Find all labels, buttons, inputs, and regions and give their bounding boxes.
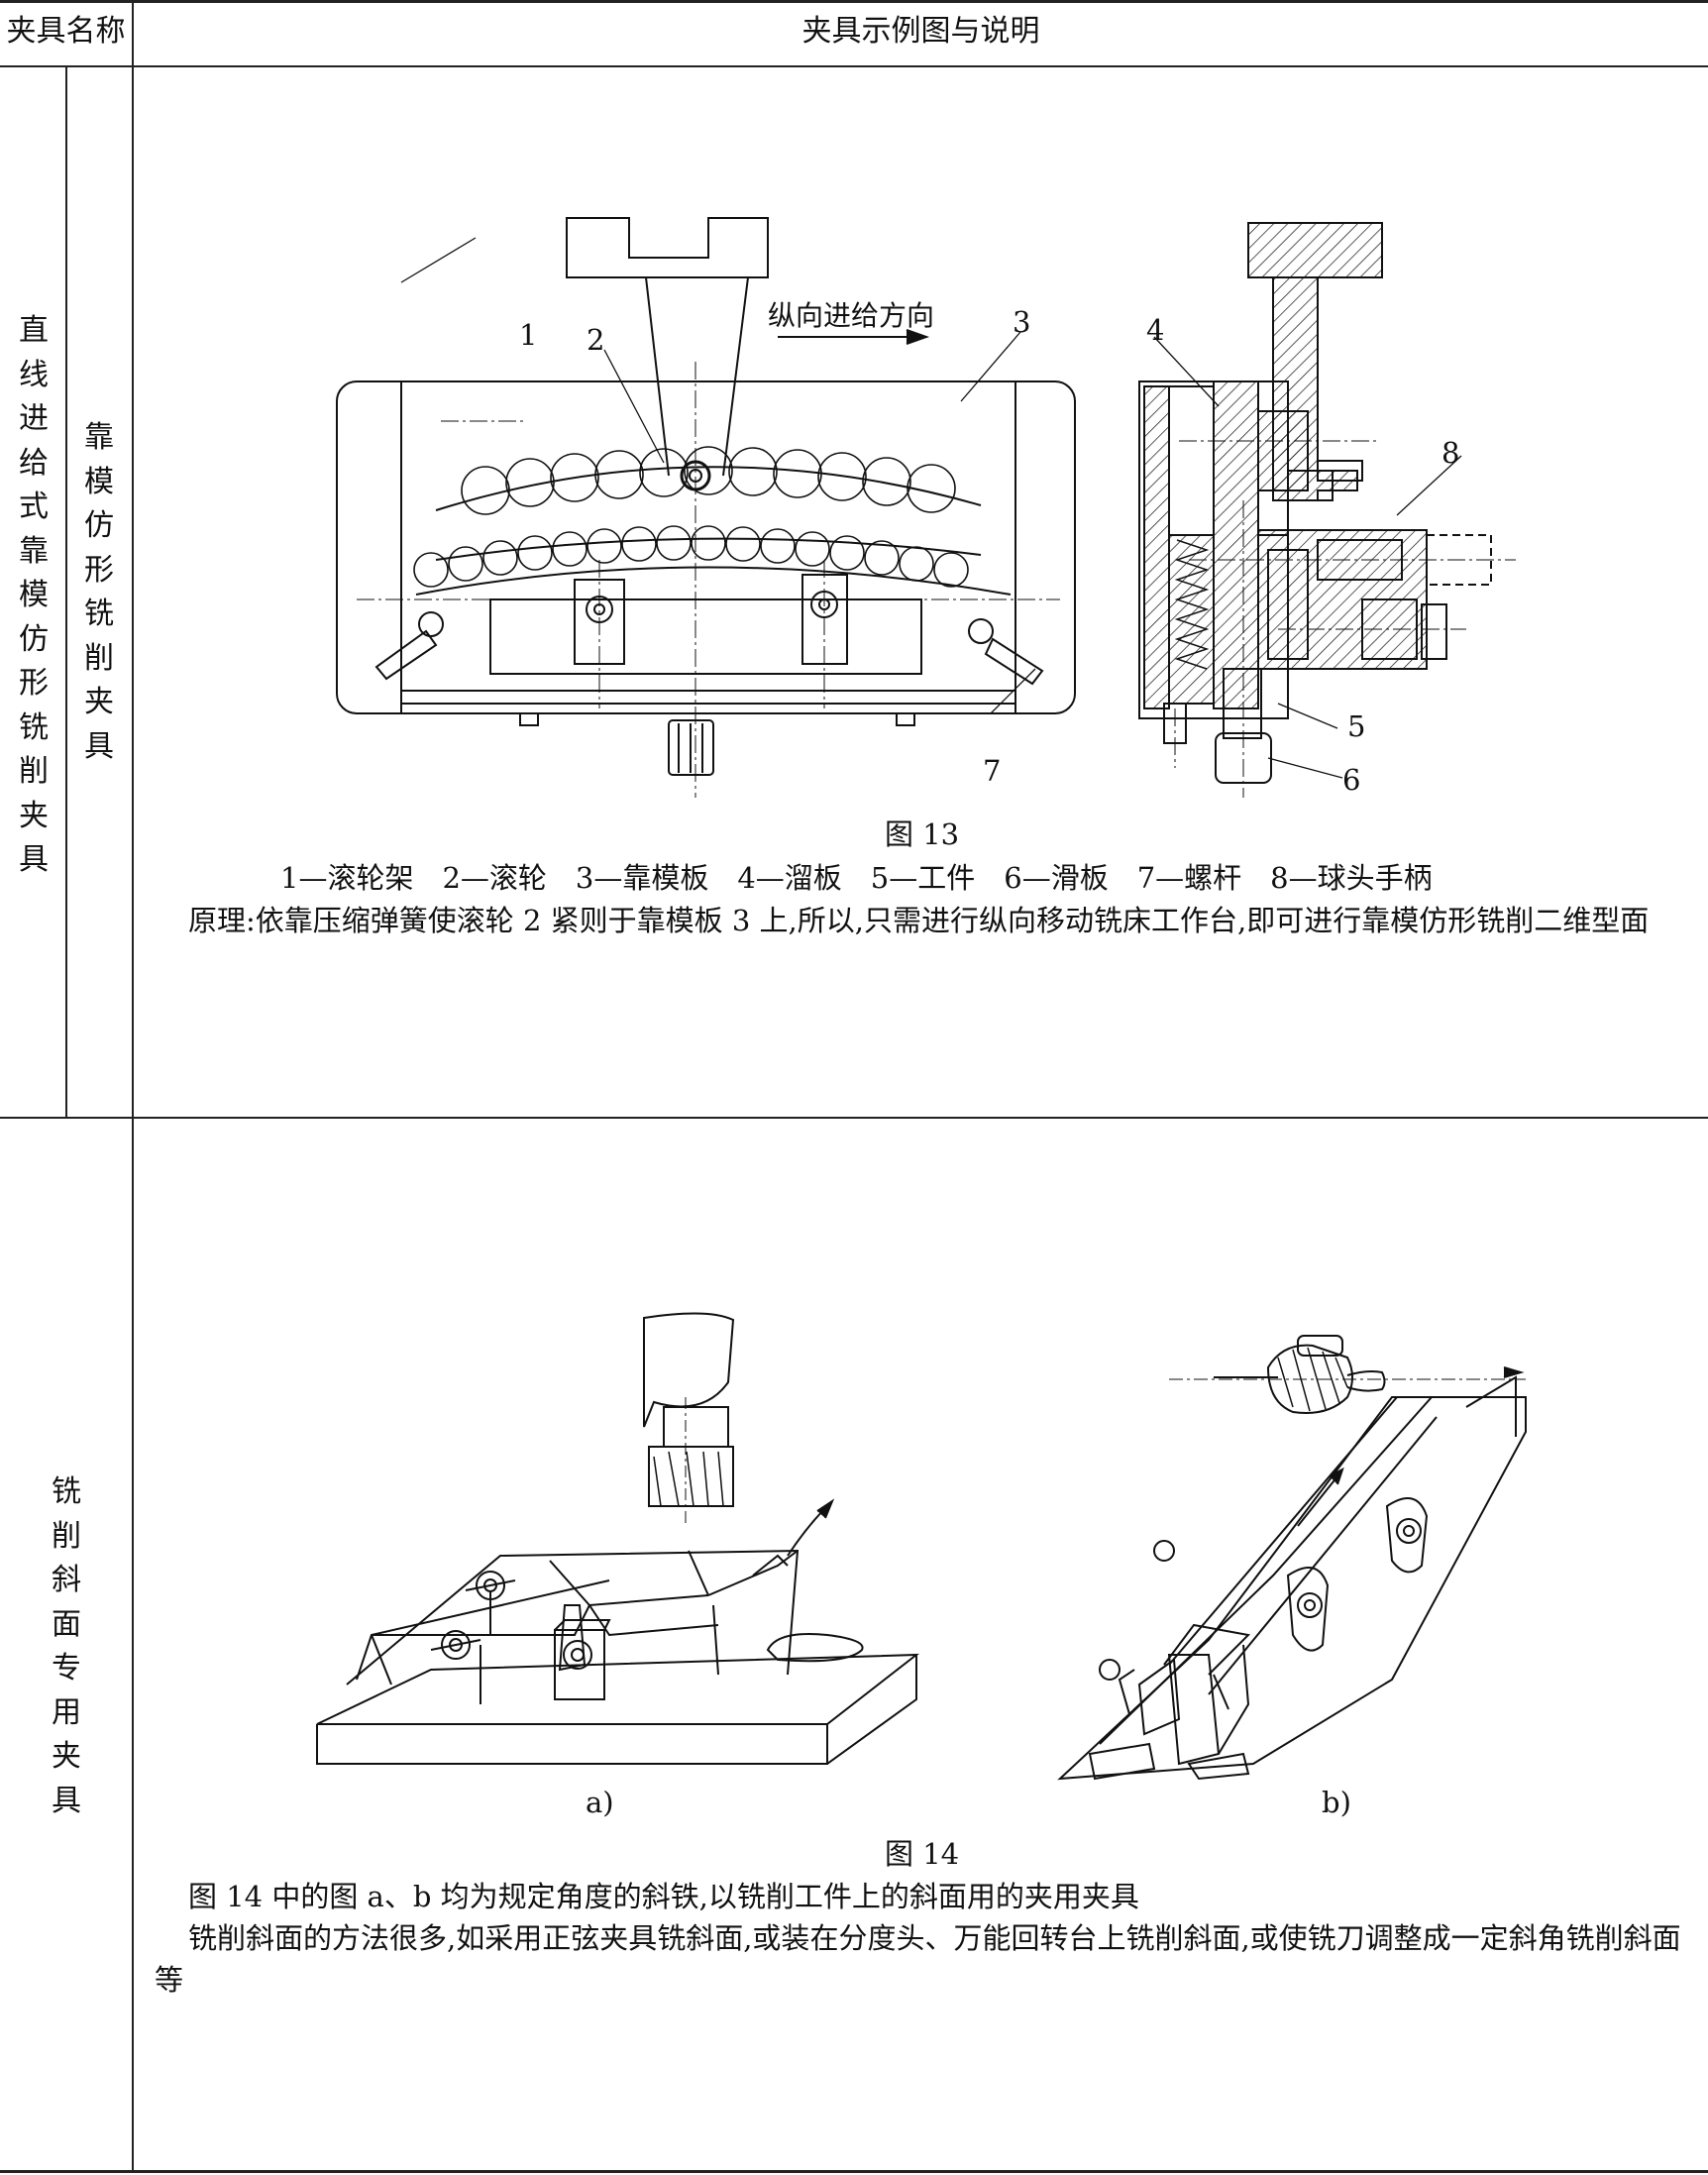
figure-14-description-2: 铣削斜面的方法很多,如采用正弦夹具铣斜面,或装在分度头、万能回转台上铣削斜面,或… (155, 1921, 1681, 1997)
figure-13-caption: 图 13 (885, 817, 960, 851)
name-column-divider (132, 0, 134, 2173)
callout-8: 8 (1441, 436, 1460, 470)
inner-name-divider (65, 66, 67, 1118)
row1-fixture-category: 直线进给式靠模仿形铣削夹具 (19, 313, 49, 877)
callout-6: 6 (1342, 763, 1361, 797)
row1-fixture-name: 靠模仿形铣削夹具 (84, 420, 114, 764)
callout-4: 4 (1146, 313, 1165, 347)
figure-14a-label: a) (586, 1786, 614, 1819)
callout-3: 3 (1013, 305, 1031, 339)
header-diagram-description: 夹具示例图与说明 (801, 14, 1040, 49)
table-bottom-border (0, 2170, 1708, 2173)
callout-1: 1 (519, 318, 538, 352)
figure-14a-drawing (312, 1308, 926, 1794)
figure-14b-label: b) (1322, 1786, 1351, 1819)
callout-2: 2 (587, 323, 605, 357)
figure-14-description-1: 图 14 中的图 a、b 均为规定角度的斜铁,以铣削工件上的斜面用的夹用夹具 (188, 1880, 1139, 1913)
callout-7: 7 (983, 754, 1002, 788)
figure-13-legend: 1—滚轮架 2—滚轮 3—靠模板 4—溜板 5—工件 6—滑板 7—螺杆 8—球… (280, 861, 1433, 895)
row2-fixture-name: 铣削斜面专用夹具 (52, 1474, 81, 1818)
callout-5: 5 (1347, 709, 1366, 743)
header-fixture-name: 夹具名称 (6, 14, 126, 49)
feed-direction-label: 纵向进给方向 (768, 299, 935, 332)
header-bottom-border (0, 65, 1708, 67)
figure-13-principle: 原理:依靠压缩弹簧使滚轮 2 紧则于靠模板 3 上,所以,只需进行纵向移动铣床工… (188, 904, 1650, 937)
figure-14-caption: 图 14 (885, 1837, 960, 1871)
figure-13-drawing (327, 203, 1546, 808)
figure-14b-drawing (1050, 1328, 1546, 1794)
row1-bottom-border (0, 1117, 1708, 1119)
table-top-border (0, 0, 1708, 3)
